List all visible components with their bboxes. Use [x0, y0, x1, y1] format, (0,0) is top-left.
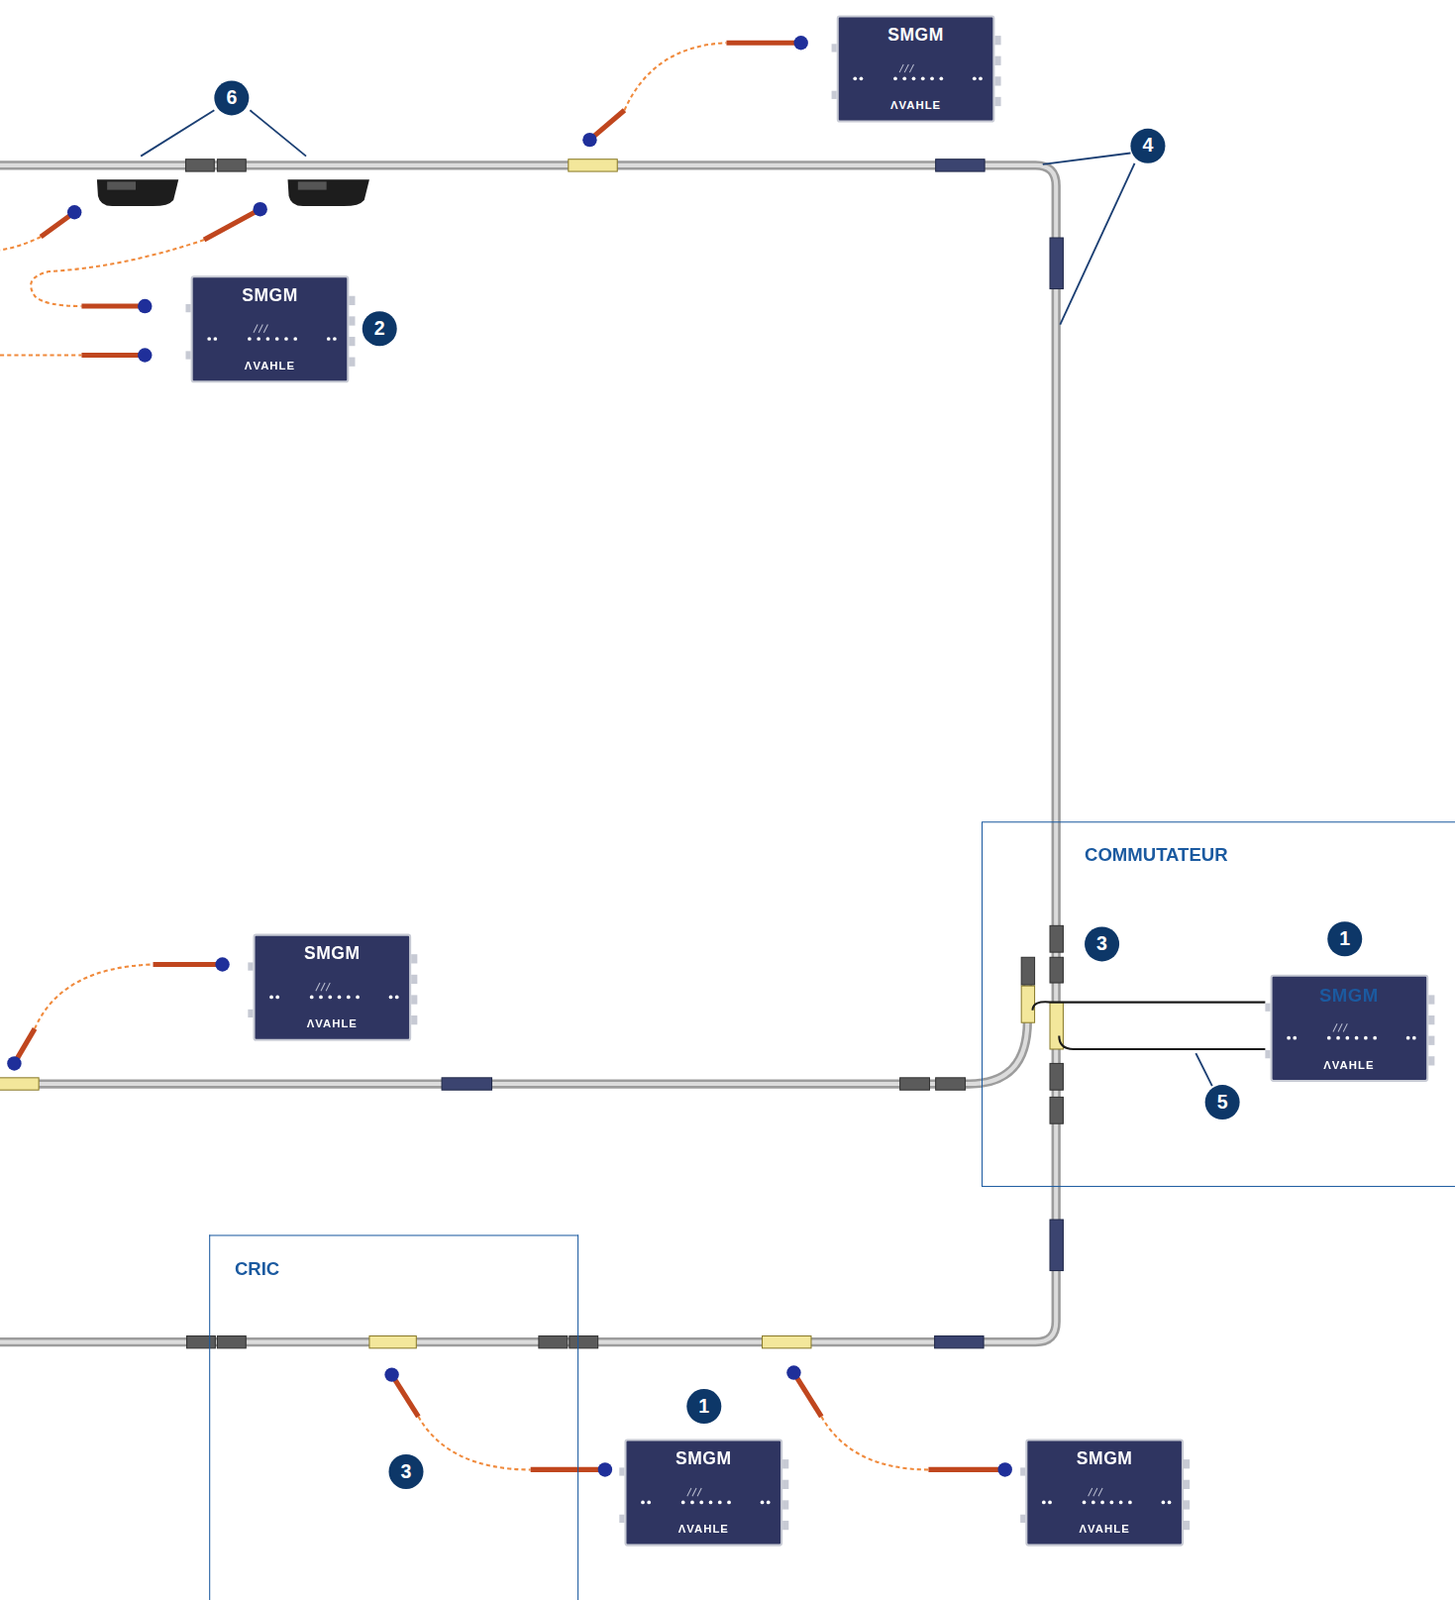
brand-name: ΛVAHLE [678, 1522, 729, 1535]
current-collectors [97, 179, 370, 207]
cable-dashed [821, 1416, 929, 1470]
cable [793, 1372, 822, 1417]
module-name: SMGM [1076, 1449, 1134, 1470]
cable-dashed [0, 353, 82, 356]
cable-dashed [34, 963, 153, 1029]
callout-number: 1 [1327, 921, 1362, 956]
zone-title: COMMUTATEUR [1084, 844, 1455, 867]
connector [997, 1461, 1012, 1476]
cable [928, 1466, 1005, 1472]
connector [214, 956, 229, 971]
callout-number: 6 [213, 80, 249, 115]
zone-frame: CRIC [208, 1234, 579, 1600]
callout-number: 3 [1084, 926, 1120, 961]
connector [384, 1366, 399, 1381]
cable [392, 1374, 419, 1417]
module-name: SMGM [304, 943, 361, 965]
rail [0, 165, 1056, 1343]
cable [81, 303, 145, 309]
module-name: SMGM [675, 1449, 732, 1470]
zone-frame: COMMUTATEUR SMGM ΛVAHLE [981, 821, 1455, 1187]
brand-name: ΛVAHLE [1078, 1522, 1130, 1535]
callout-number: 5 [1205, 1084, 1241, 1120]
callout-number: 2 [362, 311, 398, 346]
cable-dashed [0, 236, 41, 250]
cable [204, 208, 261, 240]
callout-number: 1 [686, 1388, 722, 1424]
callout-number: 3 [388, 1454, 423, 1489]
connector [137, 347, 152, 362]
brand-name: ΛVAHLE [307, 1017, 358, 1030]
smgm-module: SMGM ΛVAHLE [191, 275, 350, 383]
cable-dashed [623, 42, 727, 110]
connector [598, 1461, 613, 1476]
brand-name: ΛVAHLE [244, 359, 296, 372]
feed-points [0, 159, 1063, 1349]
smgm-module: SMGM ΛVAHLE [623, 1439, 783, 1547]
callout-number: 4 [1130, 128, 1165, 164]
module-name: SMGM [1319, 984, 1379, 1007]
switch-wires [1033, 1001, 1266, 1049]
cable-dashed [30, 239, 205, 307]
smgm-module: SMGM ΛVAHLE [1025, 1439, 1184, 1547]
brand-name: ΛVAHLE [1323, 1057, 1374, 1070]
cables [0, 35, 1013, 1477]
cable [726, 40, 801, 46]
cable [81, 352, 145, 358]
zone-title: CRIC [234, 1257, 578, 1280]
cable-dashed [417, 1416, 530, 1470]
connector [6, 1055, 21, 1070]
connector [793, 35, 808, 50]
smgm-module: SMGM ΛVAHLE [1269, 973, 1429, 1081]
connector [67, 205, 82, 219]
cable [530, 1466, 606, 1472]
cable [153, 961, 223, 967]
rail-segments [441, 159, 1063, 1349]
connector [582, 132, 597, 147]
leader-lines [140, 109, 1213, 1086]
rail-joints [185, 159, 1063, 1349]
connector [137, 299, 152, 313]
module-name: SMGM [887, 25, 944, 47]
smgm-module: SMGM ΛVAHLE [836, 14, 996, 122]
brand-name: ΛVAHLE [890, 99, 941, 111]
connector [786, 1364, 801, 1379]
smgm-module: SMGM ΛVAHLE [252, 934, 412, 1041]
module-name: SMGM [241, 285, 299, 307]
connector [252, 202, 267, 216]
